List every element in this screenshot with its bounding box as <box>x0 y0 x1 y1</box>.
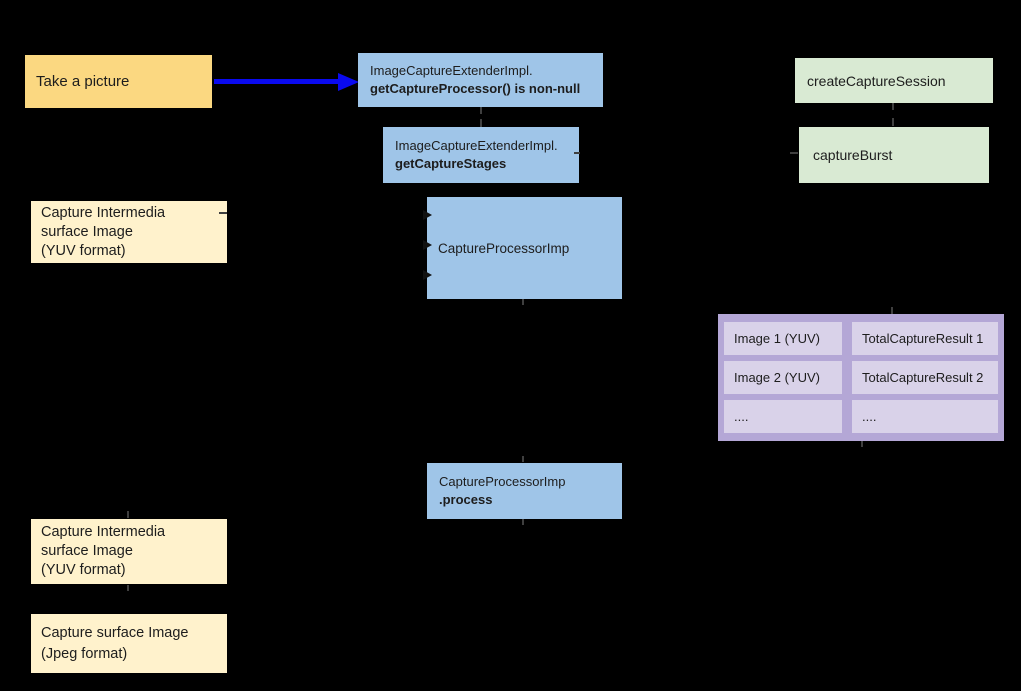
table-cell-image-2: Image 2 (YUV) <box>724 361 842 394</box>
node-label-line3: (YUV format) <box>41 242 126 259</box>
connector-stub <box>891 307 893 314</box>
connector-stub <box>522 519 524 525</box>
node-label: captureBurst <box>813 147 893 163</box>
node-label-line2: .process <box>439 492 493 507</box>
node-label-line1: ImageCaptureExtenderImpl. <box>370 63 533 78</box>
connector-stub <box>480 119 482 127</box>
node-getcaptureprocessor-nonnull: ImageCaptureExtenderImpl. getCaptureProc… <box>358 53 603 107</box>
node-label-line3: (YUV format) <box>41 562 126 578</box>
capture-results-table: Image 1 (YUV) TotalCaptureResult 1 Image… <box>718 314 1004 441</box>
table-cell-image-1: Image 1 (YUV) <box>724 322 842 355</box>
table-cell-result-1: TotalCaptureResult 1 <box>852 322 998 355</box>
table-cell-result-more: .... <box>852 400 998 433</box>
node-capture-intermedia-surface-bottom: Capture Intermedia surface Image (YUV fo… <box>31 519 227 584</box>
node-label-line2: surface Image <box>41 543 133 559</box>
connector-stub <box>219 212 227 214</box>
connector-stub <box>127 585 129 591</box>
connector-stub <box>574 152 580 154</box>
connector-arrowhead-icon <box>423 270 432 280</box>
node-label-line1: Capture surface Image <box>41 624 189 641</box>
node-label-line2: (Jpeg format) <box>41 645 128 662</box>
connector-stub <box>790 152 798 154</box>
connector-stub <box>861 441 863 447</box>
connector-stub <box>522 456 524 462</box>
node-createcapturesession: createCaptureSession <box>795 58 993 103</box>
node-label: Take a picture <box>36 73 130 90</box>
node-label-line1: Capture Intermedia <box>41 204 166 221</box>
node-captureprocessorimp-process: CaptureProcessorImp .process <box>427 463 622 519</box>
node-label: CaptureProcessorImp <box>438 240 570 256</box>
node-take-a-picture: Take a picture <box>25 55 212 108</box>
connector-stub <box>892 118 894 126</box>
table-cell-image-more: .... <box>724 400 842 433</box>
connector-stub <box>522 299 524 305</box>
node-label-line1: CaptureProcessorImp <box>439 474 566 489</box>
node-capture-surface-jpeg: Capture surface Image (Jpeg format) <box>31 614 227 673</box>
node-label-line1: ImageCaptureExtenderImpl. <box>395 138 558 153</box>
node-capture-intermedia-surface-top: Capture Intermedia surface Image (YUV fo… <box>31 201 227 263</box>
node-captureprocessorimp: CaptureProcessorImp <box>427 197 622 299</box>
node-captureburst: captureBurst <box>799 127 989 183</box>
node-label-line2: getCaptureProcessor() is non-null <box>370 81 581 96</box>
flow-arrow-line <box>214 79 340 84</box>
node-label-line2: getCaptureStages <box>395 156 507 171</box>
connector-arrowhead-icon <box>423 210 432 220</box>
flow-arrow-head-icon <box>338 73 359 91</box>
node-label-line2: surface Image <box>41 223 133 240</box>
connector-stub <box>127 511 129 518</box>
table-cell-result-2: TotalCaptureResult 2 <box>852 361 998 394</box>
connector-arrowhead-icon <box>423 240 432 250</box>
node-label: createCaptureSession <box>807 72 946 89</box>
node-label-line1: Capture Intermedia <box>41 524 166 540</box>
connector-stub <box>892 103 894 110</box>
connector-stub <box>480 107 482 114</box>
node-getcapturestages: ImageCaptureExtenderImpl. getCaptureStag… <box>383 127 579 183</box>
